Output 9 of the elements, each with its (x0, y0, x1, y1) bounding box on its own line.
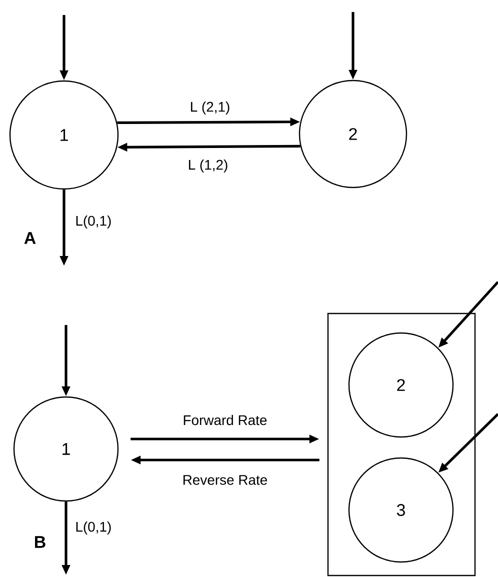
panel-label: B (35, 536, 46, 548)
edge-label: Reverse Rate (184, 475, 267, 485)
compartment-box (327, 312, 476, 576)
edge-label: L (1,2) (188, 160, 228, 172)
edge-label: L(0,1) (76, 216, 111, 228)
edge-label: Forward Rate (184, 414, 267, 426)
edge-label: L(0,1) (76, 522, 111, 534)
panel-label: A (24, 232, 36, 244)
edge-label: L (2,1) (190, 102, 230, 114)
